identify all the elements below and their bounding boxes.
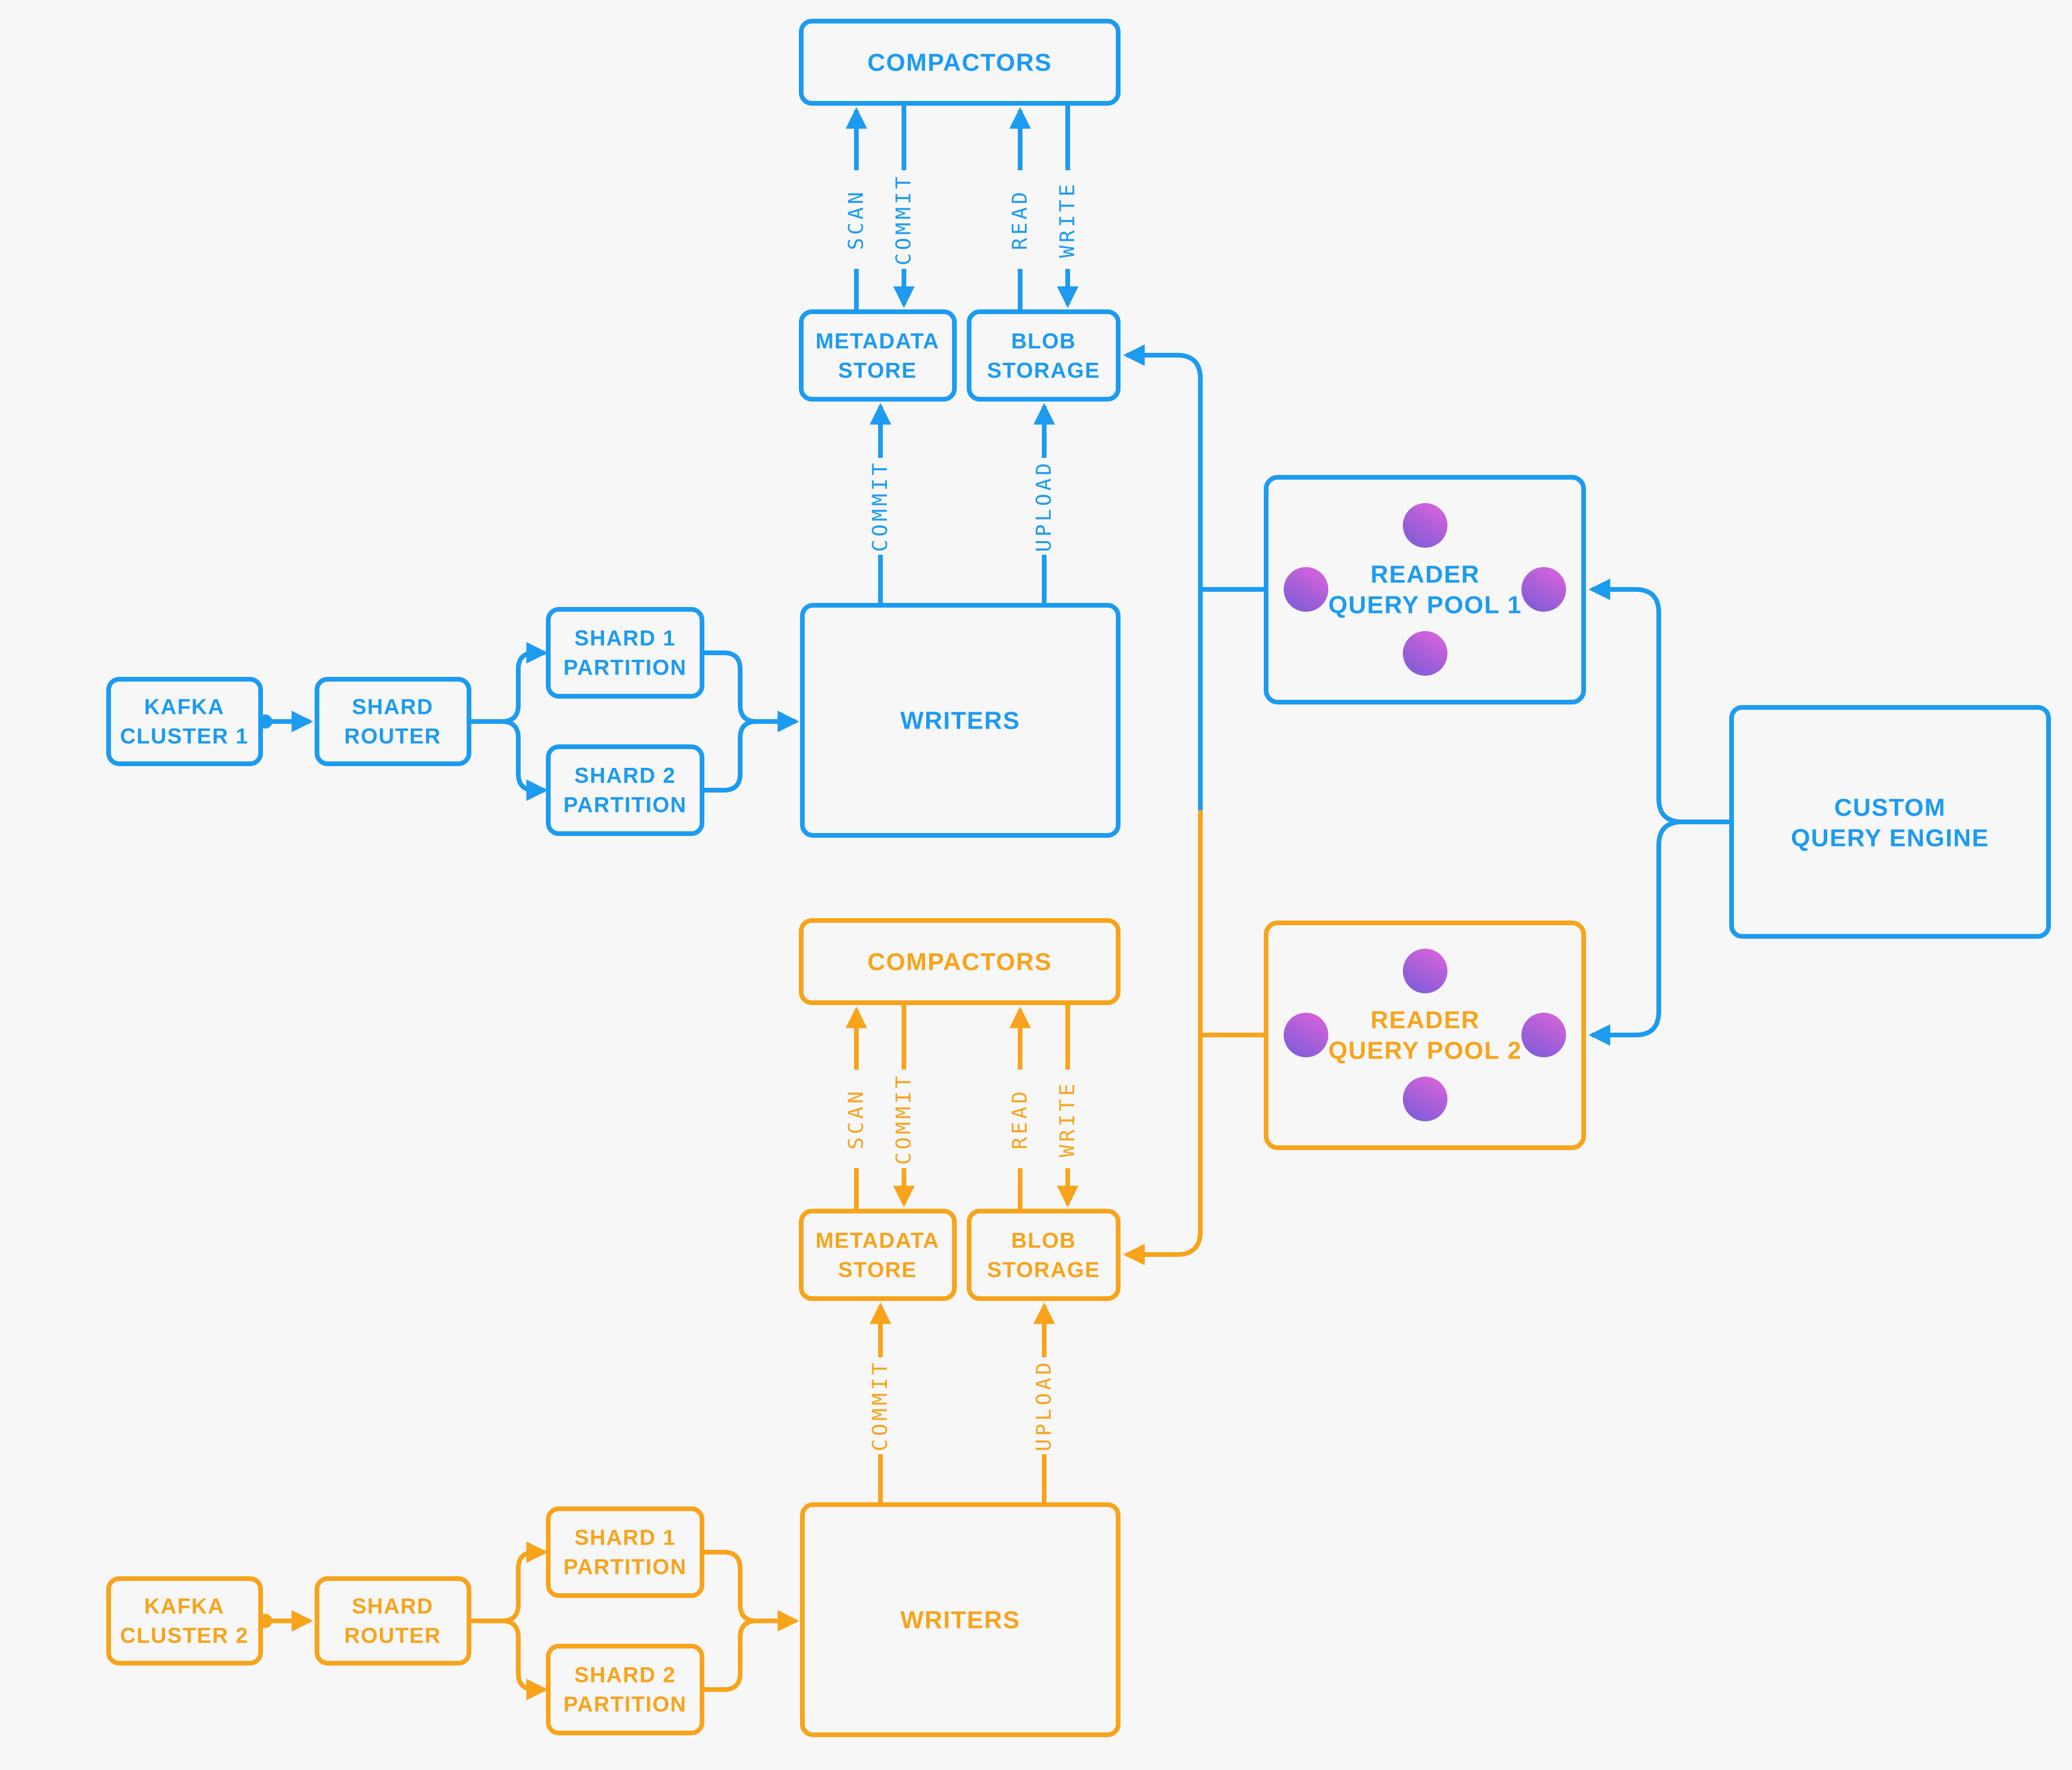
reader-node-icon	[1284, 567, 1328, 612]
compactor-commit-flow-label-1: COMMIT	[892, 174, 916, 265]
scan-flow-label-1: SCAN	[845, 189, 868, 250]
custom-query-engine-box	[1729, 705, 2051, 939]
engine-to-pool2-arrow	[1588, 820, 1683, 1046]
shard-1-partition-label-line2-1: PARTITION	[563, 656, 687, 680]
write-flow-label-2: WRITE	[1056, 1081, 1079, 1157]
upload-flow-label-1: UPLOAD	[1032, 460, 1056, 552]
read-flow-label-2: READ	[1008, 1088, 1032, 1149]
blob-storage-box-2	[967, 1209, 1121, 1301]
shard-router-label-line1-1: SHARD	[352, 695, 433, 719]
metadata-store-label-line1-1: METADATA	[815, 329, 939, 353]
router-to-shard1-arrow-1	[469, 642, 548, 724]
kafka-cluster-2-label-line2: CLUSTER 2	[120, 1624, 248, 1648]
metadata-store-label-line1-2: METADATA	[815, 1229, 939, 1253]
shard2-to-writers-line-2	[702, 1619, 769, 1692]
reader-node-icon	[1521, 1013, 1566, 1057]
shard-router-label-line2-2: ROUTER	[344, 1624, 441, 1648]
blob-storage-box-1	[967, 309, 1121, 402]
shard-2-partition-label-line2-1: PARTITION	[563, 793, 687, 817]
shard-1-partition-label-line1-1: SHARD 1	[575, 626, 676, 650]
kafka-cluster-1-box	[106, 677, 263, 766]
pool1-to-blob-storage-arrow	[1123, 344, 1203, 810]
upload-flow-label-2: UPLOAD	[1032, 1360, 1056, 1451]
writer-commit-flow-label-2: COMMIT	[869, 1360, 892, 1451]
cluster2-pipeline: KAFKA CLUSTER 2 SHARD ROUTER SHARD 1 PAR…	[106, 810, 1586, 1737]
writers-box-1	[800, 603, 1121, 838]
kafka-cluster-1-label-line2: CLUSTER 1	[120, 724, 248, 749]
blob-storage-label-line2-1: STORAGE	[987, 359, 1101, 383]
shard-2-partition-box-2	[546, 1644, 704, 1735]
writer-commit-flow-label-1: COMMIT	[869, 460, 892, 552]
reader-node-icon	[1403, 631, 1447, 676]
kafka-cluster-2-box	[106, 1576, 263, 1666]
compactor-commit-flow-label-2: COMMIT	[892, 1073, 916, 1165]
shard-1-partition-label-line2-2: PARTITION	[563, 1555, 687, 1579]
reader-query-pool-2-label-line1: READER	[1371, 1006, 1480, 1034]
shard-router-label-line1-2: SHARD	[352, 1594, 433, 1619]
reader-node-icon	[1521, 567, 1566, 612]
metadata-store-box-2	[799, 1209, 957, 1301]
shard-router-box-1	[315, 677, 471, 766]
blob-storage-label-line1-1: BLOB	[1011, 329, 1077, 353]
compactors-box-2	[799, 918, 1121, 1005]
shard-1-partition-box-2	[546, 1506, 704, 1598]
engine-to-pool1-arrow	[1588, 578, 1732, 824]
reader-node-icon	[1403, 1077, 1447, 1121]
kafka-cluster-1-label-line1: KAFKA	[144, 695, 225, 719]
read-flow-label-1: READ	[1008, 189, 1032, 250]
reader-query-pool-2-label-line2: QUERY POOL 2	[1328, 1037, 1522, 1064]
shard-router-box-2	[315, 1576, 471, 1666]
blob-storage-label-line2-2: STORAGE	[987, 1258, 1101, 1282]
reader-query-pool-1-label-line2: QUERY POOL 1	[1328, 591, 1522, 619]
compactors-label-2: COMPACTORS	[868, 948, 1052, 976]
router-to-shard2-arrow-2	[469, 1619, 548, 1701]
reader-query-pool-1-label-line1: READER	[1371, 561, 1480, 588]
reader-node-icon	[1403, 503, 1447, 548]
router-to-shard1-arrow-2	[469, 1541, 548, 1623]
shard-2-partition-label-line1-2: SHARD 2	[575, 1663, 676, 1687]
shard-1-partition-box-1	[546, 607, 704, 699]
writers-label-1: WRITERS	[900, 707, 1020, 734]
shard-2-partition-box-1	[546, 744, 704, 836]
shard-1-partition-label-line1-2: SHARD 1	[575, 1526, 676, 1550]
reader-node-icon	[1403, 949, 1447, 993]
scan-flow-label-2: SCAN	[845, 1088, 868, 1149]
custom-query-engine-label-line1: CUSTOM	[1834, 794, 1946, 821]
write-flow-label-1: WRITE	[1056, 181, 1079, 258]
compactors-label-1: COMPACTORS	[868, 49, 1052, 76]
shard-router-label-line2-1: ROUTER	[344, 724, 441, 749]
custom-query-engine-label-line2: QUERY ENGINE	[1791, 824, 1989, 852]
kafka-cluster-2-label-line1: KAFKA	[144, 1594, 225, 1619]
shard2-to-writers-line-1	[702, 719, 769, 793]
reader-node-icon	[1284, 1013, 1328, 1057]
metadata-store-box-1	[799, 309, 957, 402]
cluster1-pipeline: KAFKA CLUSTER 1 SHARD ROUTER SHARD 1 PAR…	[106, 19, 1586, 838]
metadata-store-label-line2-1: STORE	[838, 359, 917, 383]
blob-storage-label-line1-2: BLOB	[1011, 1229, 1077, 1253]
compactors-box-1	[799, 19, 1121, 106]
shard-2-partition-label-line1-1: SHARD 2	[575, 764, 676, 788]
writers-label-2: WRITERS	[900, 1606, 1020, 1634]
pool2-to-blob-storage-arrow	[1123, 810, 1203, 1266]
shard1-to-writers-arrow-2	[702, 1550, 799, 1632]
metadata-store-label-line2-2: STORE	[838, 1258, 917, 1282]
shard1-to-writers-arrow-1	[702, 650, 799, 733]
shard-2-partition-label-line2-2: PARTITION	[563, 1693, 687, 1717]
writers-box-2	[800, 1502, 1121, 1737]
custom-query-engine-group: CUSTOM QUERY ENGINE	[1588, 578, 2051, 1046]
router-to-shard2-arrow-1	[469, 719, 548, 801]
